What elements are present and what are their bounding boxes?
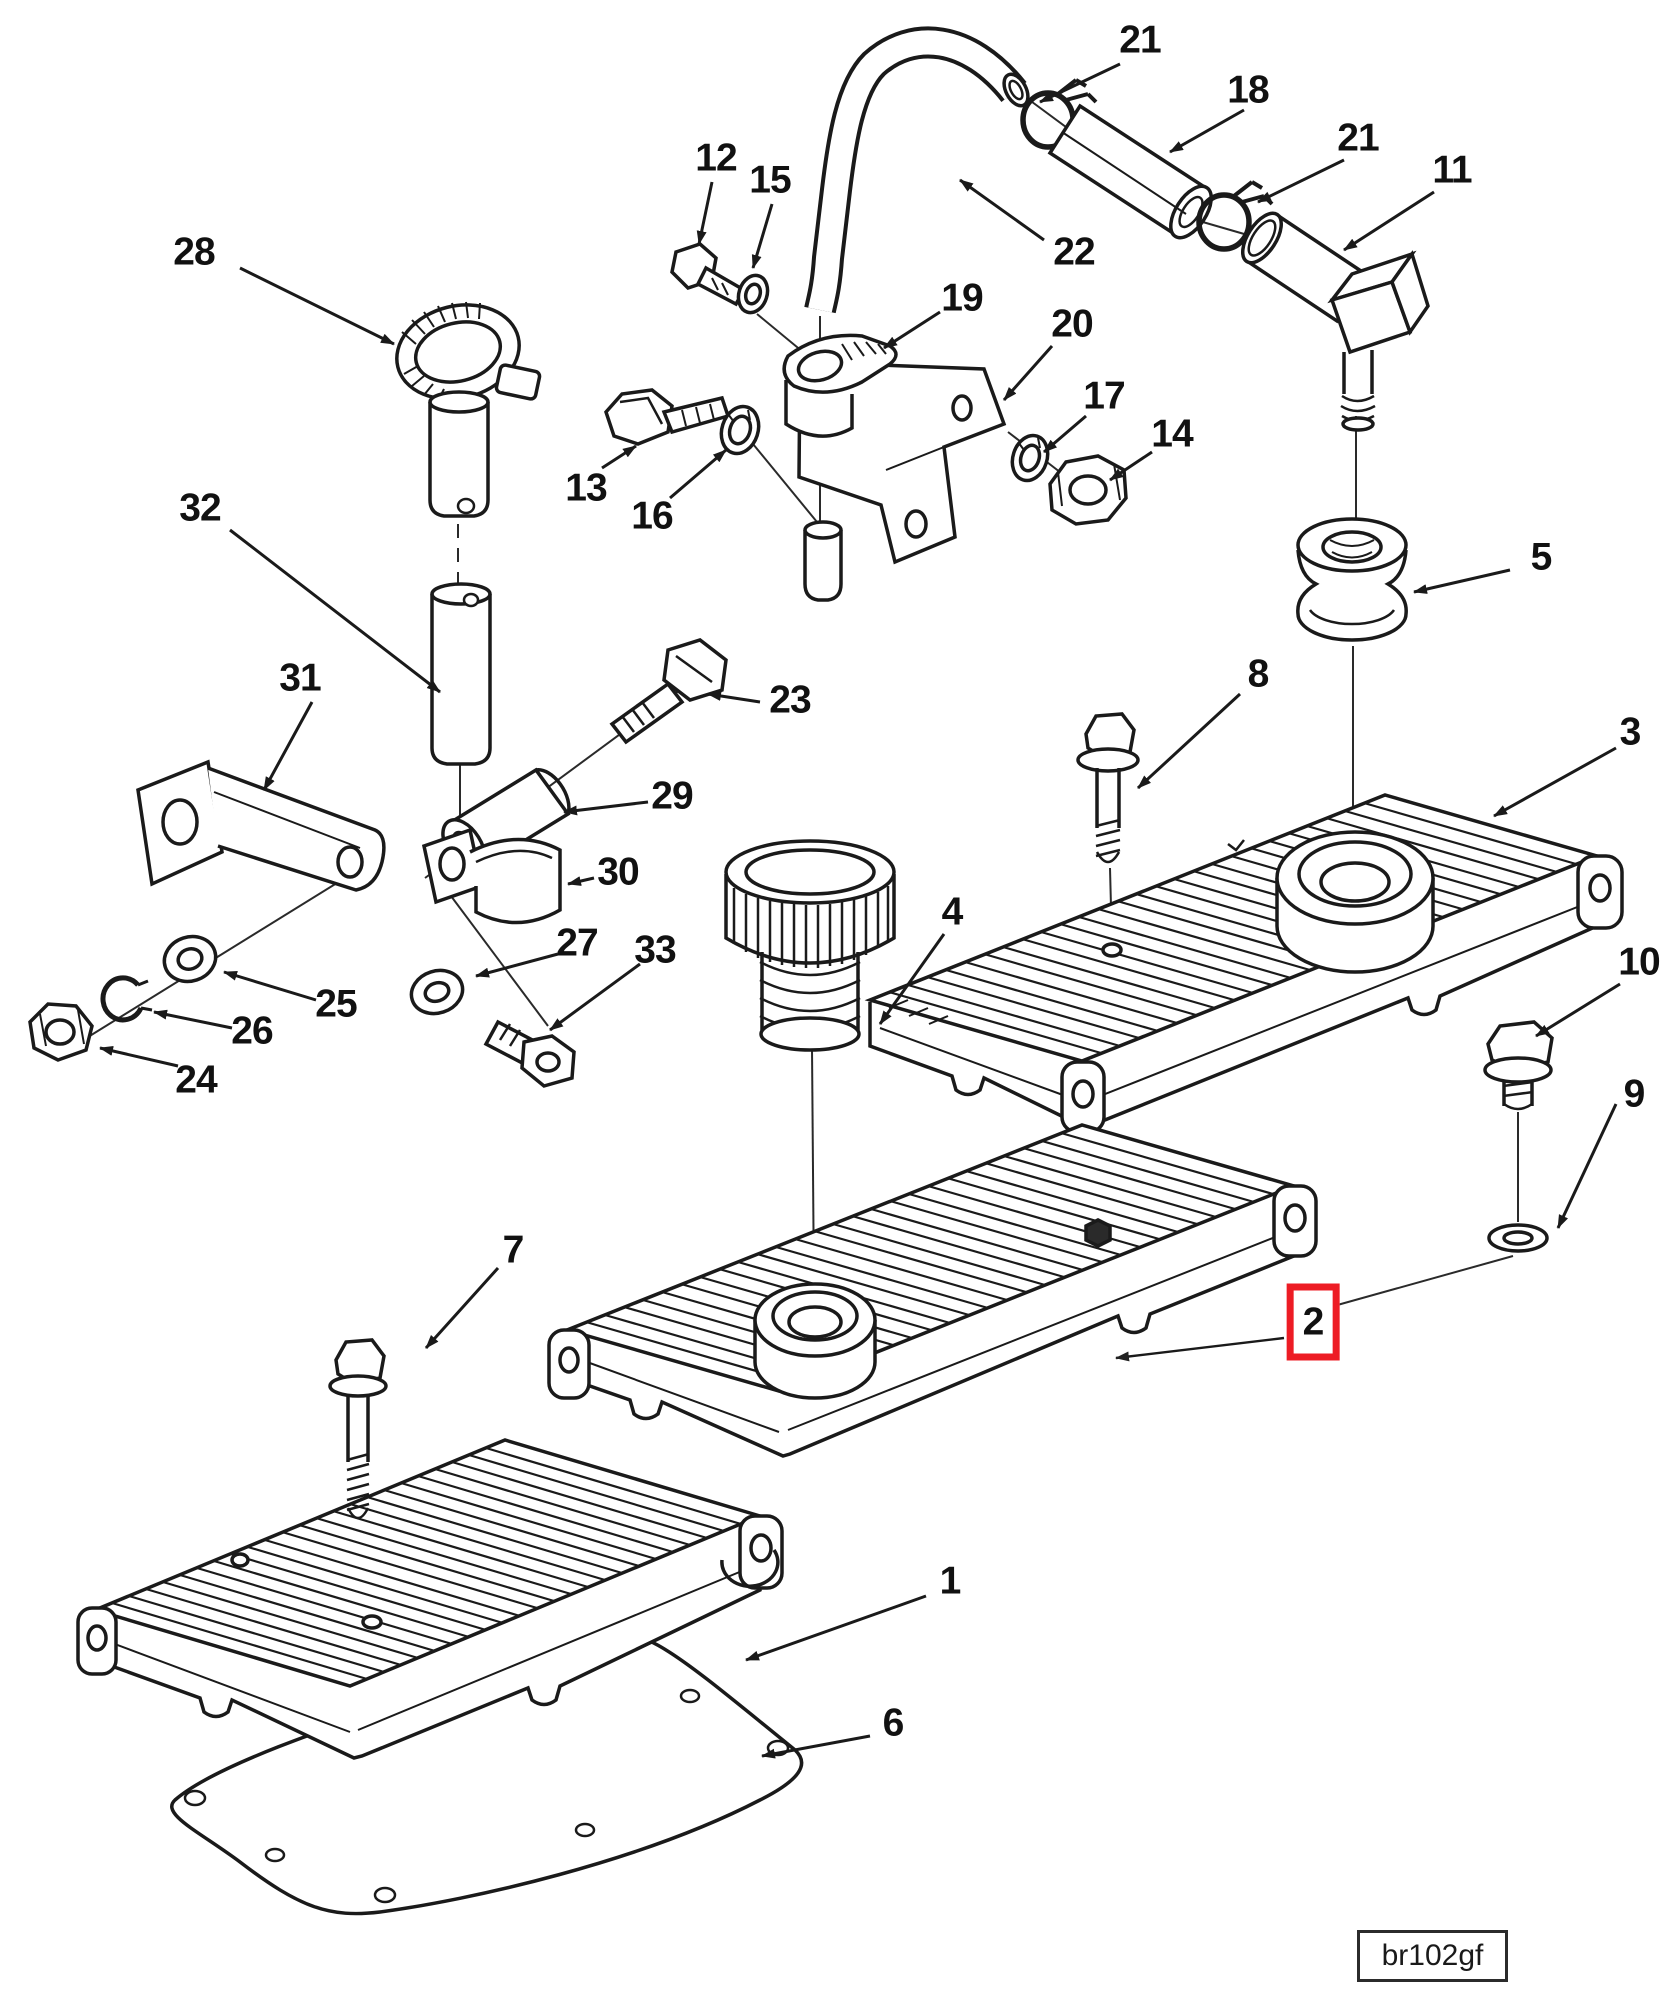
hose-18 [1047,103,1213,240]
callout-6: 6 [882,1701,905,1745]
callout-5: 5 [1530,535,1553,579]
bolt-8 [1076,712,1140,864]
callout-2-highlighted: 2 [1286,1283,1340,1361]
callout-10: 10 [1618,940,1660,984]
callout-20: 20 [1051,302,1093,346]
nut-24 [28,1002,94,1062]
callout-18: 18 [1227,68,1269,112]
valve-cover-3 [864,793,1624,1134]
elbow-fitting-11 [1241,211,1430,432]
callout-17: 17 [1083,374,1125,418]
callout-33: 33 [634,928,676,972]
bolt-23 [609,638,728,745]
bracket-31 [136,759,386,892]
callout-25: 25 [315,982,357,1026]
callout-29: 29 [651,774,693,818]
callout-13: 13 [565,466,607,510]
oil-filler-cap-4 [724,839,896,1052]
callout-12: 12 [695,136,737,180]
callout-24: 24 [175,1058,217,1102]
callout-7: 7 [502,1228,525,1272]
washer-15 [736,273,770,315]
washer-25 [162,934,218,984]
stud-on-cover-2 [1084,1218,1112,1248]
valve-cover-2 [547,1123,1318,1458]
grommet-5 [1296,517,1408,642]
callout-19: 19 [941,276,983,320]
callout-30: 30 [597,850,639,894]
callout-26: 26 [231,1009,273,1053]
highlighted-callout-leader [1115,1336,1285,1362]
callout-21: 21 [1119,18,1161,62]
hose-22 [804,26,1030,314]
callout-9: 9 [1623,1072,1646,1116]
dipstick-tube-upper [428,390,490,518]
callout-21: 21 [1337,116,1379,160]
callout-31: 31 [279,656,321,700]
callout-23: 23 [769,678,811,722]
washer-9 [1487,1223,1549,1253]
callout-16: 16 [631,494,673,538]
callout-22: 22 [1053,230,1095,274]
hose-clamp-28 [395,301,542,405]
washer-17 [1010,433,1050,483]
bolt-7 [328,1338,388,1520]
lock-washer-26 [100,975,153,1023]
drawing-code-box: br102gf [1357,1930,1508,1982]
callout-4: 4 [941,890,964,934]
callout-1: 1 [939,1559,962,1603]
callout-28: 28 [173,230,215,274]
callout-15: 15 [749,158,791,202]
bolt-12 [670,242,747,307]
drawing-code: br102gf [1381,1939,1484,1972]
callout-11: 11 [1432,148,1472,192]
tube-32 [430,582,492,766]
washer-16 [719,404,761,456]
callout-27: 27 [556,921,598,965]
bolt-13 [604,388,731,446]
washer-27 [409,968,465,1016]
bolt-33 [483,1019,576,1088]
tube-clamp-19 [782,333,898,438]
callout-3: 3 [1619,710,1642,754]
valve-cover-1 [76,1438,784,1760]
plug-10 [1483,1020,1554,1111]
tube-below-19 [803,520,843,602]
nut-14 [1048,454,1128,526]
callout-32: 32 [179,486,221,530]
callout-8: 8 [1247,652,1270,696]
callout-14: 14 [1151,412,1193,456]
callout-arrows [99,62,1621,1759]
clamp-30 [421,827,562,925]
